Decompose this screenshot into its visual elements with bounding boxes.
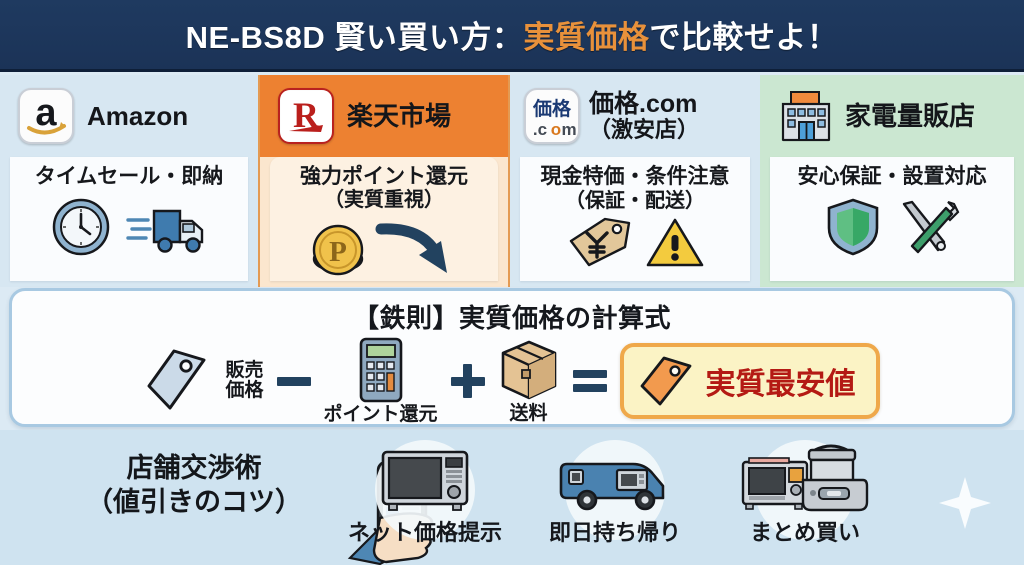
store-icons-amazon	[50, 196, 208, 258]
formula-term-sale-price: 販売 価格	[144, 346, 264, 416]
store-feature-rakuten-sub: （実質重視）	[324, 189, 444, 212]
formula-term-points: ポイント還元	[324, 337, 438, 426]
price-tag-icon	[144, 346, 218, 416]
shield-icon	[824, 196, 882, 258]
store-name-amazon: Amazon	[87, 100, 189, 131]
store-feature-amazon: タイムセール・即納	[34, 165, 224, 188]
microwave-icon	[377, 438, 473, 514]
svg-text:a: a	[35, 92, 57, 134]
tip-label-bulk-buy: まとめ買い	[749, 520, 860, 545]
calculator-icon	[357, 337, 405, 405]
store-body-kakaku: 現金特価・条件注意 （保証・配送）	[520, 157, 750, 281]
formula-label-sale-price: 販売 価格	[225, 359, 264, 402]
formula-label-sale-price-l1: 販売	[225, 359, 264, 381]
formula-result-box: 実質最安値	[619, 343, 880, 420]
tip-bulk-buy: まとめ買い	[710, 438, 900, 565]
store-icons-rakuten: P	[307, 219, 461, 281]
footer-heading-line2: （値引きのコツ）	[86, 486, 302, 517]
footer-heading-line1: 店舗交渉術	[126, 453, 262, 483]
footer-heading: 店舗交渉術 （値引きのコツ）	[86, 452, 302, 520]
operator-plus	[450, 358, 485, 404]
store-feature-retail: 安心保証・設置対応	[797, 165, 987, 188]
store-body-retail: 安心保証・設置対応	[770, 157, 1014, 281]
tools-icon	[894, 196, 960, 258]
tip-label-same-day: 即日持ち帰り	[548, 520, 681, 545]
svg-text:.c: .c	[533, 120, 547, 139]
svg-text:o: o	[551, 120, 561, 139]
store-feature-rakuten-main: 強力ポイント還元	[300, 164, 468, 188]
store-column-kakaku: 価格 .c o m 価格.com （激安店） 現金特価・条件注意 （保証・配送）	[510, 75, 760, 287]
store-building-icon	[778, 88, 834, 144]
orange-price-tag-icon	[638, 354, 696, 408]
title-pre: NE-BS8D 賢い買い方：	[185, 20, 524, 55]
operator-equals	[572, 358, 607, 404]
store-feature-kakaku: 現金特価・条件注意 （保証・配送）	[541, 165, 730, 213]
warning-icon	[645, 215, 705, 271]
point-coin-icon: P	[307, 219, 369, 281]
store-header-amazon: a Amazon	[0, 75, 258, 157]
page-title: NE-BS8D 賢い買い方：実質価格で比較せよ！	[186, 12, 839, 57]
package-box-icon	[498, 338, 560, 404]
store-body-amazon: タイムセール・即納	[10, 157, 248, 281]
negotiation-footer: 店舗交渉術 （値引きのコツ）	[0, 430, 1024, 565]
sparkle-icon	[938, 476, 992, 530]
store-feature-kakaku-sub: （保証・配送）	[565, 189, 705, 212]
formula-result-label: 実質最安値	[705, 368, 856, 402]
store-name-rakuten: 楽天市場	[347, 100, 452, 131]
tip-label-net-price: ネット価格提示	[347, 520, 502, 545]
formula-card: 【鉄則】実質価格の計算式 販売 価格	[9, 288, 1015, 427]
appliance-bundle-icon	[741, 438, 869, 514]
store-name-kakaku-sub: （激安店）	[589, 116, 700, 142]
store-header-retail: 家電量販店	[760, 75, 1024, 157]
title-bar: NE-BS8D 賢い買い方：実質価格で比較せよ！	[0, 0, 1024, 72]
store-body-rakuten: 強力ポイント還元 （実質重視） P	[270, 156, 498, 281]
store-name-retail: 家電量販店	[845, 100, 976, 131]
title-highlight: 実質価格	[523, 20, 650, 55]
kakaku-com-logo-icon: 価格 .c o m	[524, 88, 580, 144]
formula-row: 販売 価格	[12, 337, 1012, 426]
formula-term-shipping: 送料	[498, 338, 560, 425]
store-name-kakaku: 価格.com （激安店）	[589, 89, 700, 142]
svg-text:P: P	[329, 236, 347, 268]
negotiation-tips: ネット価格提示	[330, 438, 1024, 565]
store-name-kakaku-main: 価格.com	[589, 89, 698, 118]
store-header-kakaku: 価格 .c o m 価格.com （激安店）	[510, 75, 760, 157]
title-post: で比較せよ！	[649, 20, 839, 55]
curved-arrow-icon	[375, 219, 461, 281]
delivery-van-icon	[559, 438, 671, 514]
delivery-truck-icon	[126, 198, 208, 256]
price-tag-yen-icon	[565, 215, 635, 271]
store-column-amazon: a Amazon タイムセール・即納	[0, 75, 258, 287]
rakuten-logo-icon: R	[278, 87, 334, 144]
formula-label-sale-price-l2: 価格	[225, 380, 264, 402]
tip-net-price: ネット価格提示	[330, 438, 520, 565]
tip-same-day: 即日持ち帰り	[520, 438, 710, 565]
store-comparison-row: a Amazon タイムセール・即納	[0, 75, 1024, 287]
store-feature-rakuten: 強力ポイント還元 （実質重視）	[300, 165, 468, 213]
store-feature-kakaku-main: 現金特価・条件注意	[540, 165, 730, 188]
formula-label-points: ポイント還元	[323, 404, 438, 425]
operator-minus	[276, 358, 311, 404]
store-icons-retail	[824, 196, 960, 258]
svg-text:m: m	[561, 120, 576, 139]
store-column-rakuten: R 楽天市場 強力ポイント還元 （実質重視）	[258, 75, 510, 287]
clock-icon	[50, 196, 112, 258]
store-icons-kakaku	[565, 215, 705, 271]
store-header-rakuten: R 楽天市場	[260, 75, 508, 157]
store-column-retail: 家電量販店 安心保証・設置対応	[760, 75, 1024, 287]
amazon-logo-icon: a	[18, 88, 74, 144]
formula-label-shipping: 送料	[509, 403, 548, 424]
svg-text:価格: 価格	[532, 97, 572, 120]
formula-title: 【鉄則】実質価格の計算式	[352, 303, 671, 333]
